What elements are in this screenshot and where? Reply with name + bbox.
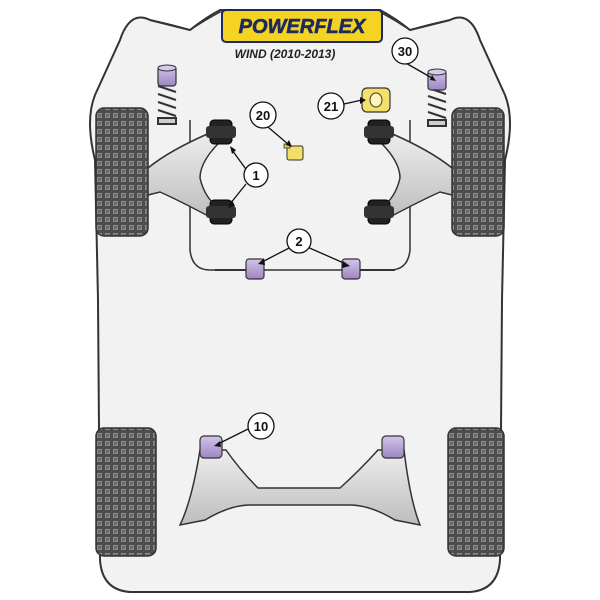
front-right-wishbone bbox=[374, 131, 453, 219]
wishbone-bush-front-left bbox=[206, 119, 236, 145]
wishbone-bush-front-right bbox=[364, 119, 394, 145]
left-fender-curve bbox=[149, 19, 191, 31]
callout-1: 1 bbox=[243, 162, 269, 188]
rear-left-tyre bbox=[95, 427, 157, 557]
rear-twist-beam bbox=[178, 449, 422, 527]
svg-text:2: 2 bbox=[295, 234, 302, 249]
svg-text:10: 10 bbox=[254, 419, 268, 434]
front-right-spring bbox=[427, 87, 447, 127]
front-left-spring bbox=[157, 85, 177, 125]
callout-10: 10 bbox=[247, 412, 275, 440]
leader-arrowheads bbox=[214, 75, 436, 447]
callout-21: 21 bbox=[317, 92, 345, 120]
svg-text:30: 30 bbox=[398, 44, 412, 59]
front-left-tyre bbox=[95, 107, 149, 237]
svg-text:21: 21 bbox=[324, 99, 338, 114]
wishbone-bush-rear-left bbox=[206, 199, 236, 225]
callout-30: 30 bbox=[391, 37, 419, 65]
svg-text:20: 20 bbox=[256, 108, 270, 123]
top-mount-bush-right bbox=[427, 68, 447, 91]
callout-20: 20 bbox=[249, 101, 277, 129]
svg-text:1: 1 bbox=[252, 168, 259, 183]
rear-beam-bush-right bbox=[381, 435, 405, 459]
right-fender-curve bbox=[409, 19, 451, 31]
front-left-wishbone bbox=[147, 131, 226, 219]
anti-roll-bar-bush-right bbox=[341, 258, 361, 280]
engine-mount-insert-21 bbox=[361, 87, 391, 113]
powerflex-logo: POWERFLEX bbox=[221, 9, 383, 43]
wishbone-bush-rear-right bbox=[364, 199, 394, 225]
gearbox-insert-20 bbox=[283, 143, 304, 161]
model-subtitle: WIND (2010-2013) bbox=[235, 47, 336, 61]
rear-right-tyre bbox=[447, 427, 505, 557]
callout-2: 2 bbox=[286, 228, 312, 254]
front-right-tyre bbox=[451, 107, 505, 237]
front-subframe-outline bbox=[189, 120, 411, 271]
logo-text: POWERFLEX bbox=[239, 16, 367, 38]
rear-beam-bush-left bbox=[199, 435, 223, 459]
top-mount-bush-left bbox=[157, 64, 177, 87]
